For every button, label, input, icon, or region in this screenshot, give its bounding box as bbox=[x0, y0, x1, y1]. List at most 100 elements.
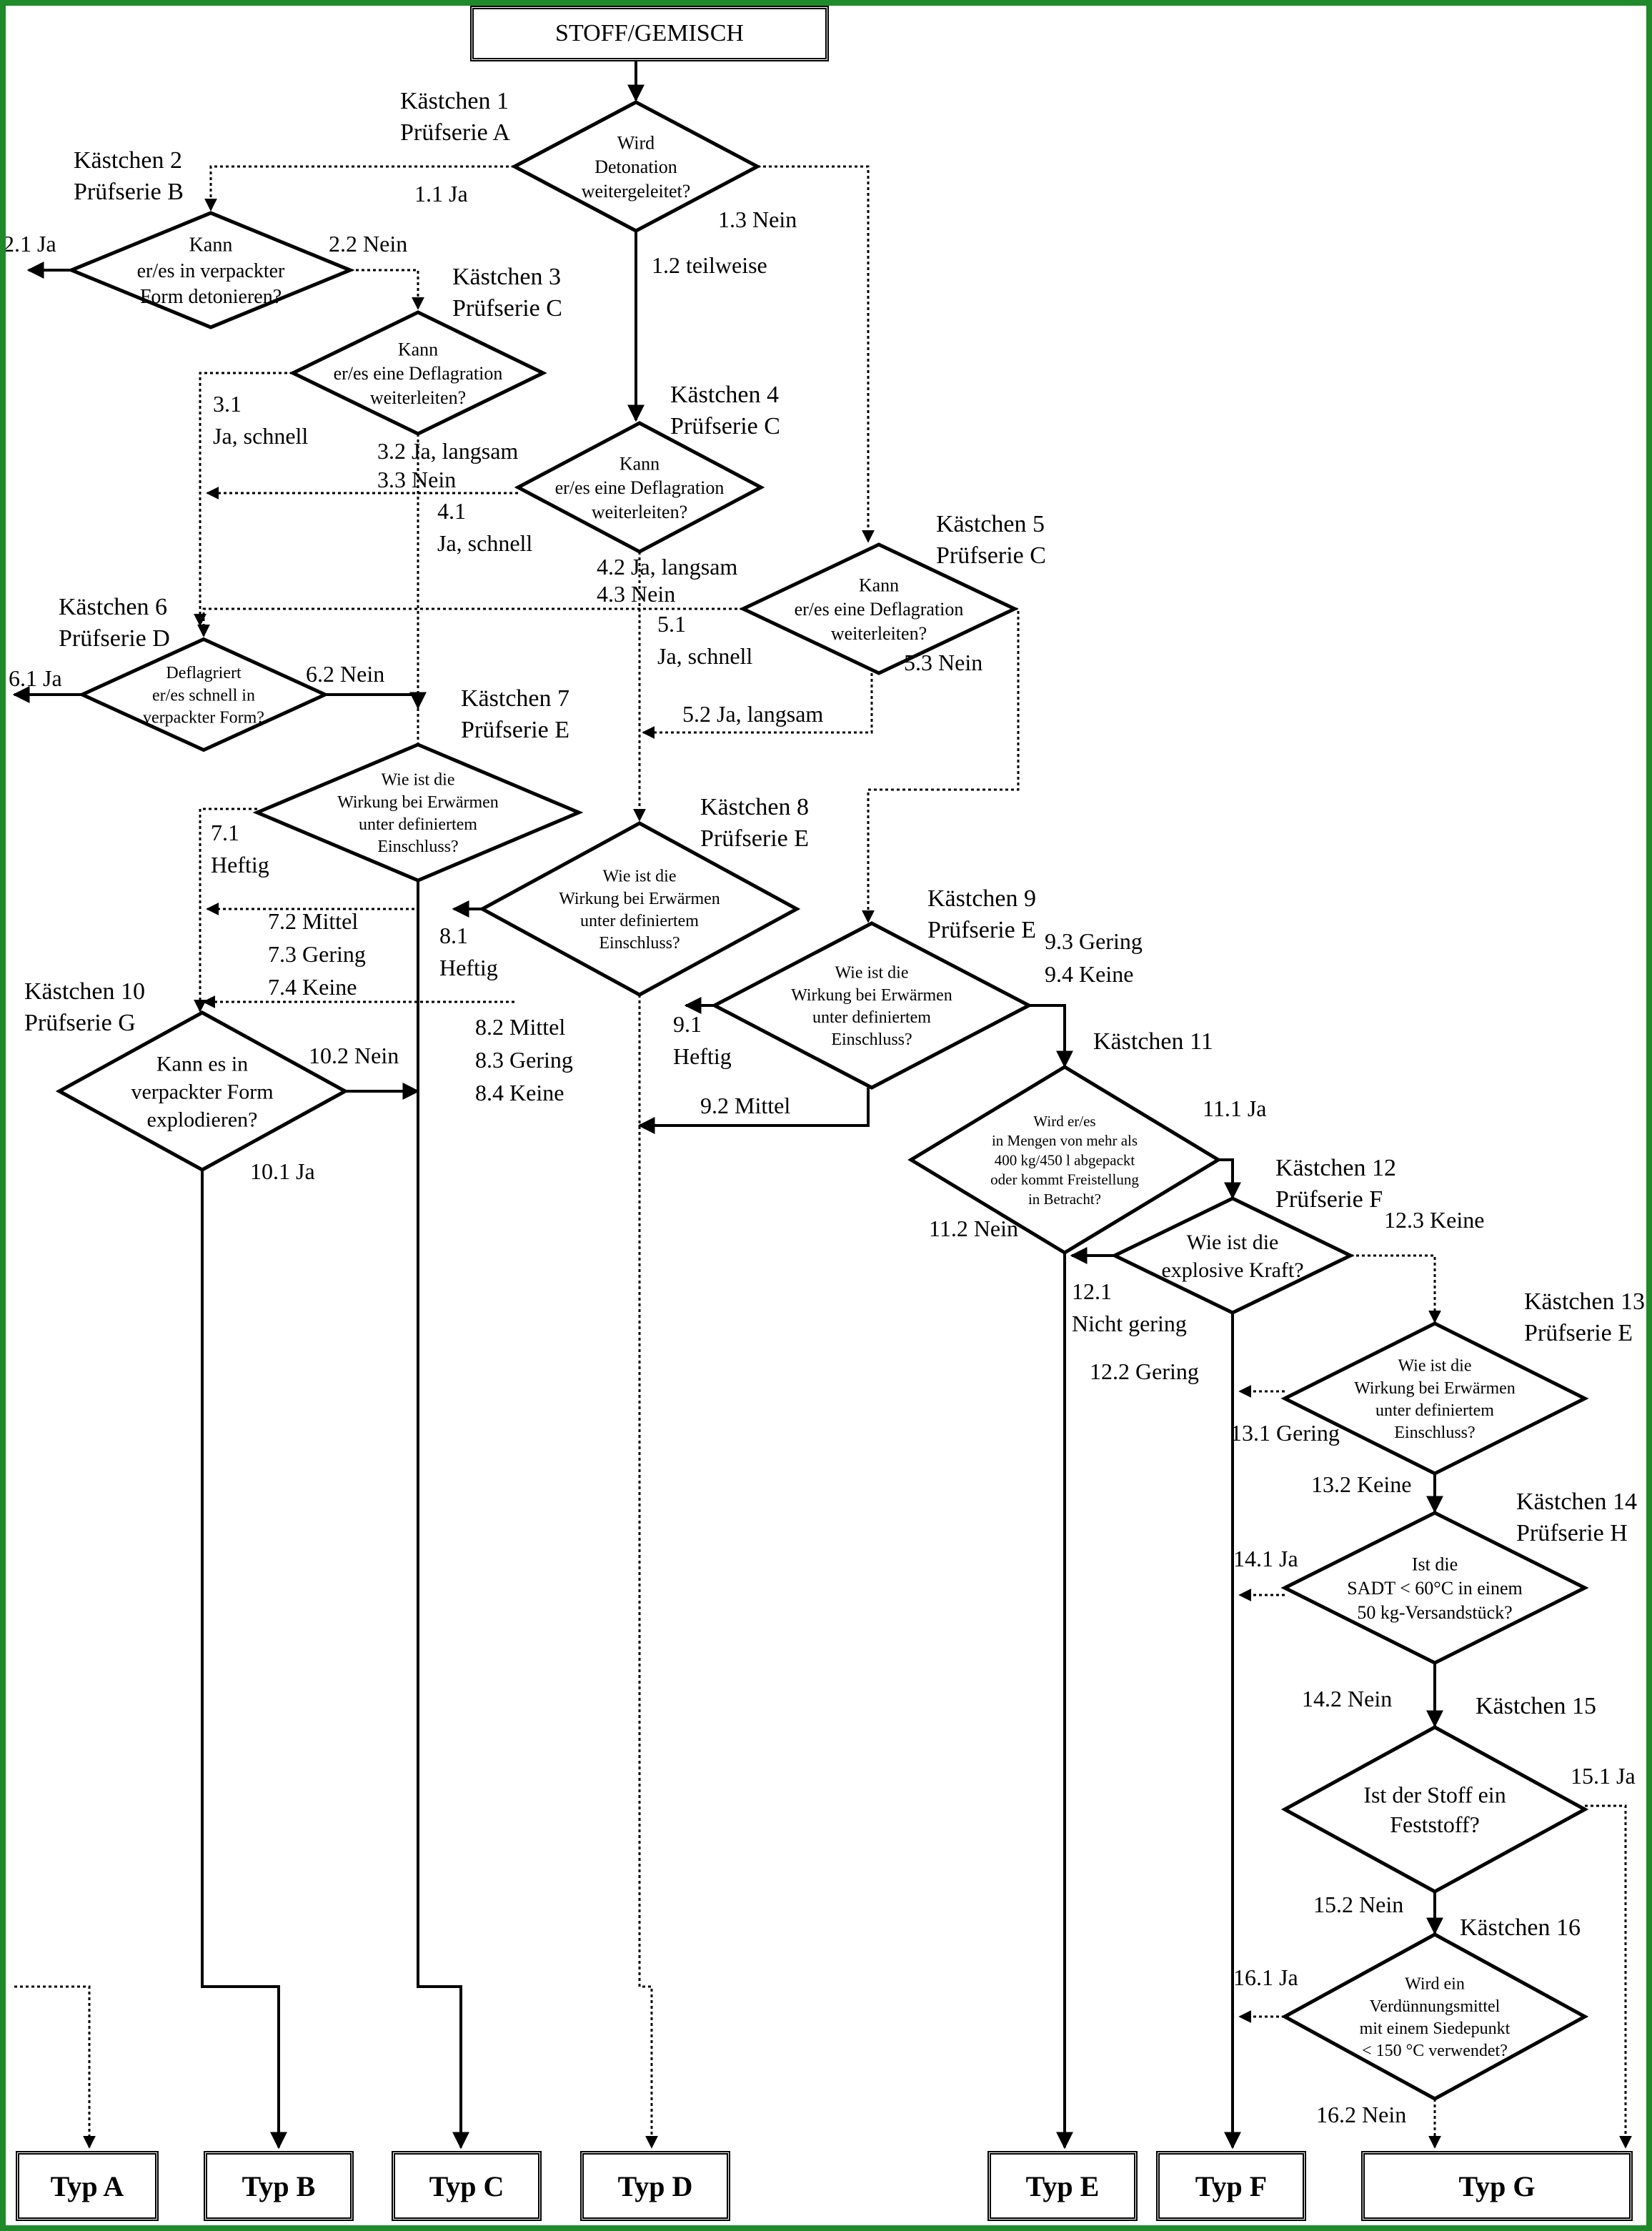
answer-a8-2: 8.2 Mittel bbox=[475, 1014, 565, 1040]
conn-1-2 bbox=[204, 165, 514, 212]
type-f-box: Typ F bbox=[1156, 2151, 1306, 2221]
conn-11-12 bbox=[1218, 1158, 1241, 1200]
answer-a11-2: 11.2 Nein bbox=[929, 1216, 1018, 1241]
conn-10-b bbox=[201, 1170, 287, 2150]
answer-a7-4: 7.4 Keine bbox=[268, 974, 357, 1000]
answer-a5-3: 5.3 Nein bbox=[904, 650, 982, 675]
type-d-box: Typ D bbox=[580, 2151, 730, 2221]
answer-a13-2: 13.2 Keine bbox=[1311, 1471, 1411, 1497]
box-title-16: Kästchen 16 bbox=[1460, 1914, 1581, 1941]
answer-a1-1: 1.1 Ja bbox=[414, 181, 468, 207]
conn-7-c bbox=[417, 880, 469, 2150]
conn-5-8 bbox=[642, 673, 873, 739]
answer-a14-2: 14.2 Nein bbox=[1302, 1686, 1392, 1711]
answer-a2-1: 2.1 Ja bbox=[3, 231, 56, 257]
answer-a2-2: 2.2 Nein bbox=[329, 231, 407, 257]
decision-diamond-9 bbox=[710, 921, 1033, 1090]
box-title-11: Kästchen 11 bbox=[1093, 1028, 1213, 1055]
type-b-box: Typ B bbox=[204, 2151, 354, 2221]
conn-9-11 bbox=[1029, 1004, 1073, 1068]
decision-diamond-2 bbox=[66, 211, 355, 329]
conn-8-d bbox=[638, 995, 658, 2149]
answer-a10-2: 10.2 Nein bbox=[309, 1043, 399, 1068]
answer-a8-4: 8.4 Keine bbox=[475, 1080, 564, 1105]
decision-diamond-15 bbox=[1280, 1725, 1589, 1894]
answer-a9-4: 9.4 Keine bbox=[1045, 961, 1133, 987]
type-c-box: Typ C bbox=[392, 2151, 542, 2221]
conn-5-6 bbox=[197, 607, 743, 637]
answer-a14-1: 14.1 Ja bbox=[1233, 1546, 1298, 1571]
type-e-box: Typ E bbox=[987, 2151, 1138, 2221]
answer-a1-2: 1.2 teilweise bbox=[652, 252, 767, 278]
start-box: STOFF/GEMISCH bbox=[470, 6, 829, 61]
answer-a15-1: 15.1 Ja bbox=[1571, 1763, 1636, 1789]
conn-6-7 bbox=[325, 692, 427, 710]
answer-a9-3: 9.3 Gering bbox=[1045, 928, 1143, 954]
answer-a8-3: 8.3 Gering bbox=[475, 1047, 573, 1073]
decision-diamond-5 bbox=[739, 542, 1019, 675]
answer-a9-2: 9.2 Mittel bbox=[700, 1093, 790, 1118]
answer-a11-1: 11.1 Ja bbox=[1203, 1095, 1266, 1121]
conn-9-d bbox=[637, 1088, 870, 1134]
decision-diamond-12 bbox=[1110, 1196, 1355, 1315]
answer-a13-1: 13.1 Gering bbox=[1230, 1420, 1340, 1446]
conn-a bbox=[14, 1985, 96, 2149]
answer-a1-3: 1.3 Nein bbox=[718, 207, 797, 232]
answer-a6-2: 6.2 Nein bbox=[306, 661, 384, 687]
decision-diamond-16 bbox=[1280, 1932, 1589, 2101]
answer-a16-2: 16.2 Nein bbox=[1316, 2102, 1406, 2127]
type-g-box: Typ G bbox=[1361, 2151, 1633, 2221]
type-a-box: Typ A bbox=[16, 2151, 159, 2221]
answer-a4-2: 4.2 Ja, langsam bbox=[597, 554, 737, 580]
answer-a3-2: 3.2 Ja, langsam bbox=[377, 438, 518, 464]
conn-5-9 bbox=[862, 607, 1020, 923]
conn-2-3 bbox=[350, 269, 424, 310]
answer-a4-3: 4.3 Nein bbox=[597, 581, 675, 607]
conn-15-g bbox=[1585, 1804, 1632, 2149]
answer-a10-1: 10.1 Ja bbox=[250, 1158, 315, 1184]
answer-a6-1: 6.1 Ja bbox=[9, 665, 62, 691]
box-title-15: Kästchen 15 bbox=[1476, 1693, 1596, 1719]
answer-a5-2: 5.2 Ja, langsam bbox=[682, 701, 823, 727]
answer-a16-1: 16.1 Ja bbox=[1233, 1964, 1298, 1990]
conn-1-5 bbox=[757, 165, 875, 543]
answer-a15-2: 15.2 Nein bbox=[1313, 1892, 1403, 1917]
answer-a3-3: 3.3 Nein bbox=[377, 467, 456, 492]
conn-12-13 bbox=[1350, 1254, 1441, 1323]
